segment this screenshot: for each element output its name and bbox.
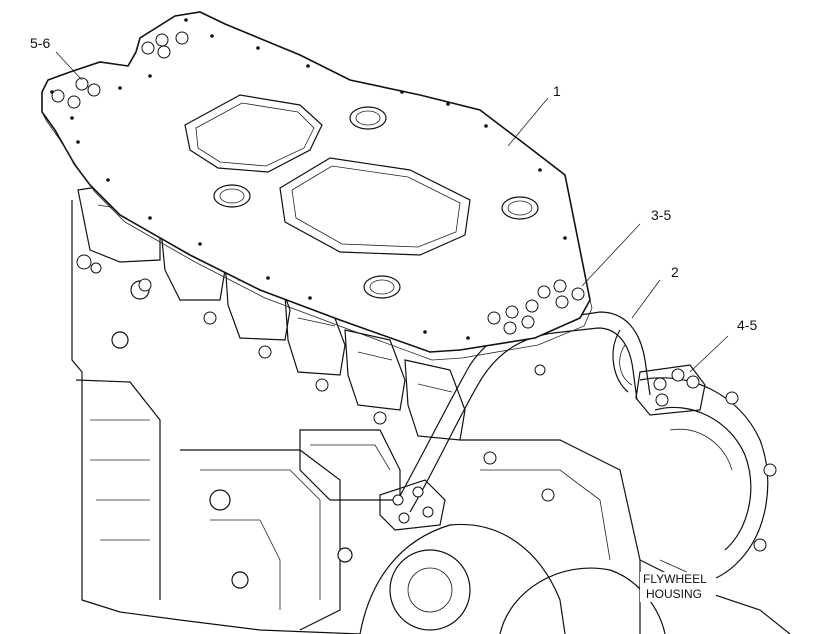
leader-2 (631, 279, 661, 319)
leader-lines (55, 51, 729, 373)
leader-5-6 (55, 51, 83, 81)
front-cover-boss (389, 549, 471, 631)
flywheel-housing-label-line1: FLYWHEEL (643, 572, 707, 586)
callout-2: 2 (671, 264, 679, 280)
leader-1 (507, 97, 549, 147)
plate-opening-right (279, 157, 471, 256)
block-port-hole (337, 547, 353, 563)
callout-4-5: 4-5 (737, 317, 757, 333)
callout-5-6: 5-6 (30, 35, 50, 51)
block-port-hole (209, 489, 231, 511)
callout-1: 1 (553, 83, 561, 99)
plate-opening-left (184, 94, 323, 173)
block-port-hole (231, 571, 249, 589)
leader-4-5 (689, 335, 729, 373)
top-plate (41, 11, 593, 361)
fitting-bolts (76, 254, 555, 502)
leader-3-5 (581, 223, 641, 287)
plate-bolts-35 (487, 279, 585, 335)
flywheel-housing-label-line2: HOUSING (646, 587, 702, 601)
bracket-foot-lower (379, 479, 446, 531)
block-port-hole (111, 331, 129, 349)
plate-bolts-56 (51, 31, 189, 109)
bracket-foot-upper (635, 364, 706, 416)
callout-3-5: 3-5 (651, 207, 671, 223)
